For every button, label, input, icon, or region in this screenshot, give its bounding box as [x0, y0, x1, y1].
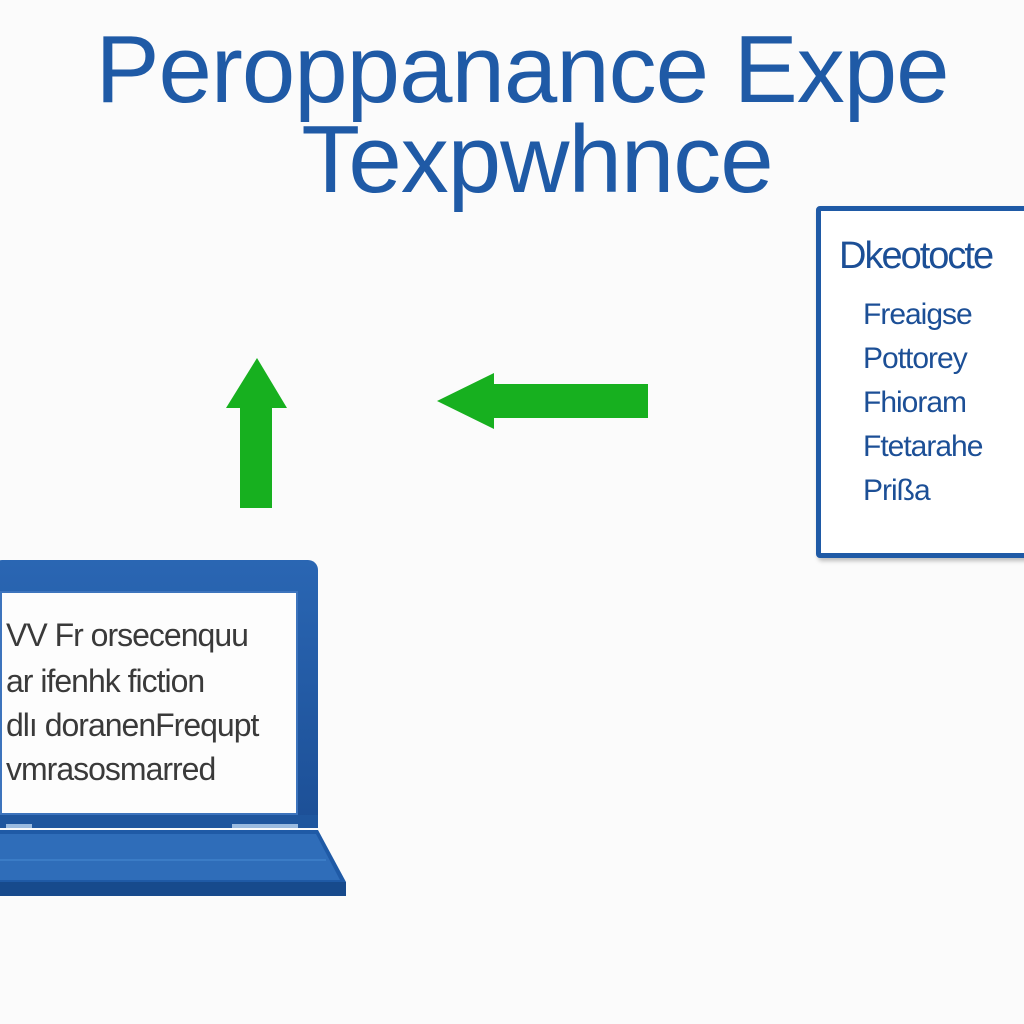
arrow-up-icon [226, 358, 287, 508]
title-line-1: Perорpanance Expe [95, 16, 950, 123]
info-panel-item: Ftetarahe [863, 430, 983, 463]
info-panel-item: Freaigse [863, 298, 973, 331]
title-line-2: Texpwhnce [301, 106, 773, 213]
screen-text-line: vmrasosmarred [6, 751, 216, 787]
info-panel-item: Prißa [863, 474, 931, 507]
laptop-screen: VV Fr orsecenquu ar ifenhk fiction dlı d… [0, 591, 298, 815]
info-panel: Dkeotocte Freaigse Pottorey Fhioram Ftet… [816, 206, 1024, 558]
screen-text-line: VV Fr orsecenquu [6, 617, 249, 653]
laptop-keyboard-base [0, 830, 346, 896]
screen-text-line: ar ifenhk fiction [6, 663, 205, 699]
info-panel-item: Pottorey [863, 342, 968, 375]
info-panel-heading: Dkeotocte [839, 235, 994, 277]
laptop-hinge [232, 824, 298, 828]
laptop-hinge [6, 824, 32, 828]
info-panel-item: Fhioram [863, 386, 967, 419]
screen-text-line: dlı doranenFrequpt [6, 707, 259, 743]
info-panel-list: Freaigse Pottorey Fhioram Ftetarahe Priß… [863, 293, 983, 513]
arrow-left-icon [437, 373, 648, 429]
